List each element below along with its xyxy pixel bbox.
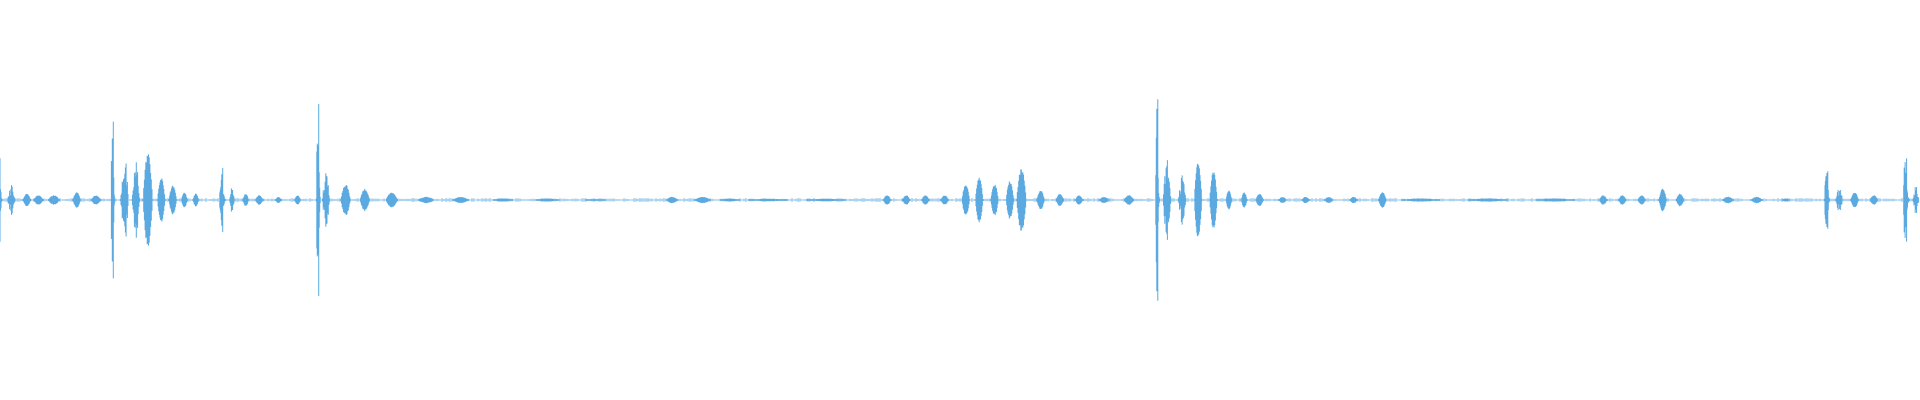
waveform-segment [1903, 158, 1910, 242]
waveform-segment [805, 198, 846, 202]
waveform-segment [1750, 196, 1764, 204]
waveform-segment [1658, 188, 1668, 212]
waveform-segment [585, 199, 606, 201]
waveform-segment [1301, 197, 1310, 203]
waveform-segment [385, 192, 398, 208]
waveform-segment [340, 185, 351, 215]
waveform-segment [1225, 190, 1233, 210]
waveform-segment [316, 104, 321, 296]
waveform-segment [294, 195, 301, 205]
waveform-segment [452, 197, 469, 203]
waveform-segment [1912, 187, 1919, 213]
waveform-segment [1324, 197, 1333, 203]
waveform-segment [1850, 193, 1860, 207]
waveform-segment [219, 168, 226, 232]
waveform-segment [1598, 195, 1608, 205]
waveform-segment [1016, 169, 1027, 231]
waveform-segment [1618, 195, 1627, 205]
waveform-segment [1123, 195, 1135, 205]
waveform-segment [535, 198, 560, 202]
waveform-segment [719, 198, 740, 202]
waveform-segment [1193, 163, 1203, 237]
waveform-segment [1178, 175, 1187, 225]
waveform-segment [22, 194, 32, 206]
waveform-segment [47, 195, 60, 205]
waveform-segment [1721, 196, 1735, 204]
waveform-segment [1255, 194, 1264, 206]
waveform-segment [1055, 194, 1065, 206]
waveform-segment [1098, 197, 1110, 203]
waveform-segment [1163, 160, 1172, 240]
waveform-segment [0, 158, 3, 242]
waveform-segment [1005, 181, 1015, 219]
waveform-segment [120, 163, 129, 237]
waveform-segment [665, 196, 679, 204]
waveform-baseline [0, 198, 1919, 202]
waveform-segment [1637, 195, 1646, 205]
waveform-segment [33, 195, 44, 205]
waveform-segment [940, 195, 949, 205]
waveform-segment [254, 195, 264, 205]
waveform-segment [418, 196, 435, 204]
waveform-segment [1155, 99, 1160, 301]
waveform-segment [7, 185, 16, 215]
waveform-segment [974, 177, 984, 223]
waveform-segment [180, 192, 188, 208]
waveform-segment [1781, 198, 1790, 202]
waveform-segment [1074, 195, 1084, 205]
waveform-segment [1278, 197, 1287, 203]
waveform-segment [1675, 193, 1685, 207]
waveform-segment [990, 184, 999, 216]
waveform-segment [1824, 171, 1831, 229]
waveform-segment [72, 192, 82, 208]
waveform-segment [1240, 192, 1248, 208]
waveform-trace [0, 99, 1919, 301]
waveform-segment [1209, 172, 1218, 228]
waveform-segment [1835, 190, 1844, 210]
waveform-segment [1378, 192, 1387, 208]
waveform-segment [1036, 191, 1045, 209]
waveform-segment [492, 198, 514, 202]
waveform-segment [192, 193, 200, 207]
waveform-segment [132, 162, 140, 238]
waveform-segment [142, 154, 154, 246]
waveform-segment [921, 195, 930, 205]
waveform-segment [901, 195, 911, 205]
waveform-segment [156, 178, 166, 222]
waveform-segment [90, 195, 102, 205]
waveform-segment [1869, 195, 1879, 205]
waveform-segment [359, 188, 371, 212]
waveform-segment [322, 173, 331, 227]
waveform-segment [1401, 198, 1441, 202]
waveform-segment [275, 197, 282, 203]
waveform-segment [1468, 198, 1508, 202]
waveform-segment [228, 188, 236, 212]
waveform-segment [748, 198, 788, 202]
waveform-segment [882, 195, 892, 205]
waveform-segment [1535, 198, 1575, 202]
waveform-segment [110, 121, 116, 279]
waveform-segment [168, 185, 178, 215]
waveform-segment [1349, 196, 1358, 204]
waveform-segment [961, 185, 971, 215]
waveform-segment [242, 194, 250, 206]
waveform-segment [694, 197, 711, 203]
